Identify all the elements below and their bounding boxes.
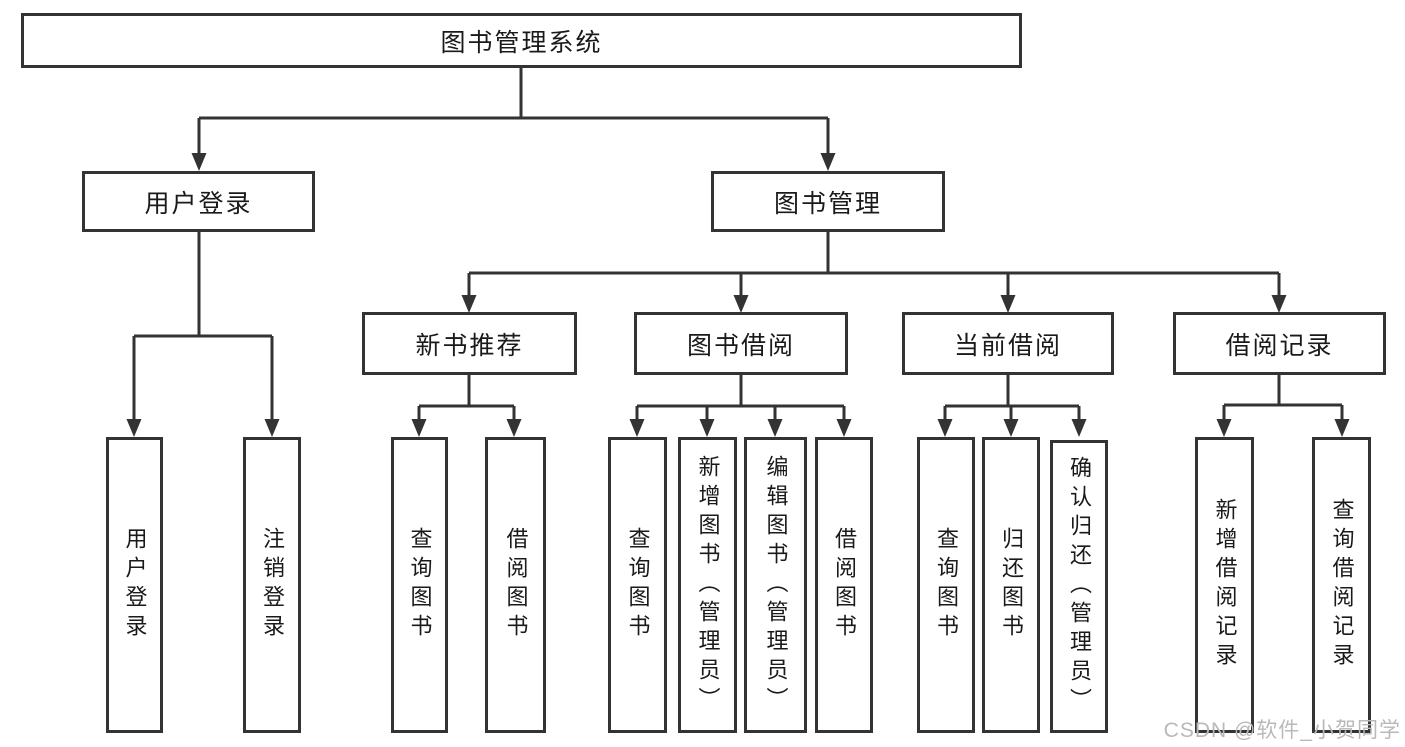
connector-stems bbox=[132, 68, 1344, 420]
leaf-borrow-books-1: 借阅图书 bbox=[485, 437, 546, 733]
leaf-user-login: 用户登录 bbox=[106, 437, 163, 733]
leaf-query-books-2: 查询图书 bbox=[608, 437, 667, 733]
leaf-query-books-1: 查询图书 bbox=[391, 437, 448, 733]
node-borrowing-records: 借阅记录 bbox=[1173, 312, 1386, 375]
node-book-management: 图书管理 bbox=[711, 171, 945, 232]
leaf-logout: 注销登录 bbox=[243, 437, 301, 733]
node-user-login: 用户登录 bbox=[82, 171, 315, 232]
node-new-book-recommend: 新书推荐 bbox=[362, 312, 577, 375]
node-library-management-system: 图书管理系统 bbox=[21, 13, 1022, 68]
leaf-query-books-3: 查询图书 bbox=[917, 437, 975, 733]
leaf-edit-books-admin: 编辑图书（管理员） bbox=[744, 437, 807, 733]
leaf-add-books-admin: 新增图书（管理员） bbox=[678, 437, 737, 733]
arrowheads bbox=[126, 153, 1350, 437]
node-current-borrowing: 当前借阅 bbox=[902, 312, 1114, 375]
leaf-return-books: 归还图书 bbox=[982, 437, 1040, 733]
watermark-text: CSDN @软件_小贺同学 bbox=[1163, 719, 1401, 742]
leaf-borrow-books-2: 借阅图书 bbox=[815, 437, 873, 733]
leaf-query-borrow-record: 查询借阅记录 bbox=[1312, 437, 1371, 733]
leaf-add-borrow-record: 新增借阅记录 bbox=[1195, 437, 1254, 733]
node-book-borrowing: 图书借阅 bbox=[634, 312, 848, 375]
leaf-confirm-return-admin: 确认归还（管理员） bbox=[1050, 440, 1108, 733]
